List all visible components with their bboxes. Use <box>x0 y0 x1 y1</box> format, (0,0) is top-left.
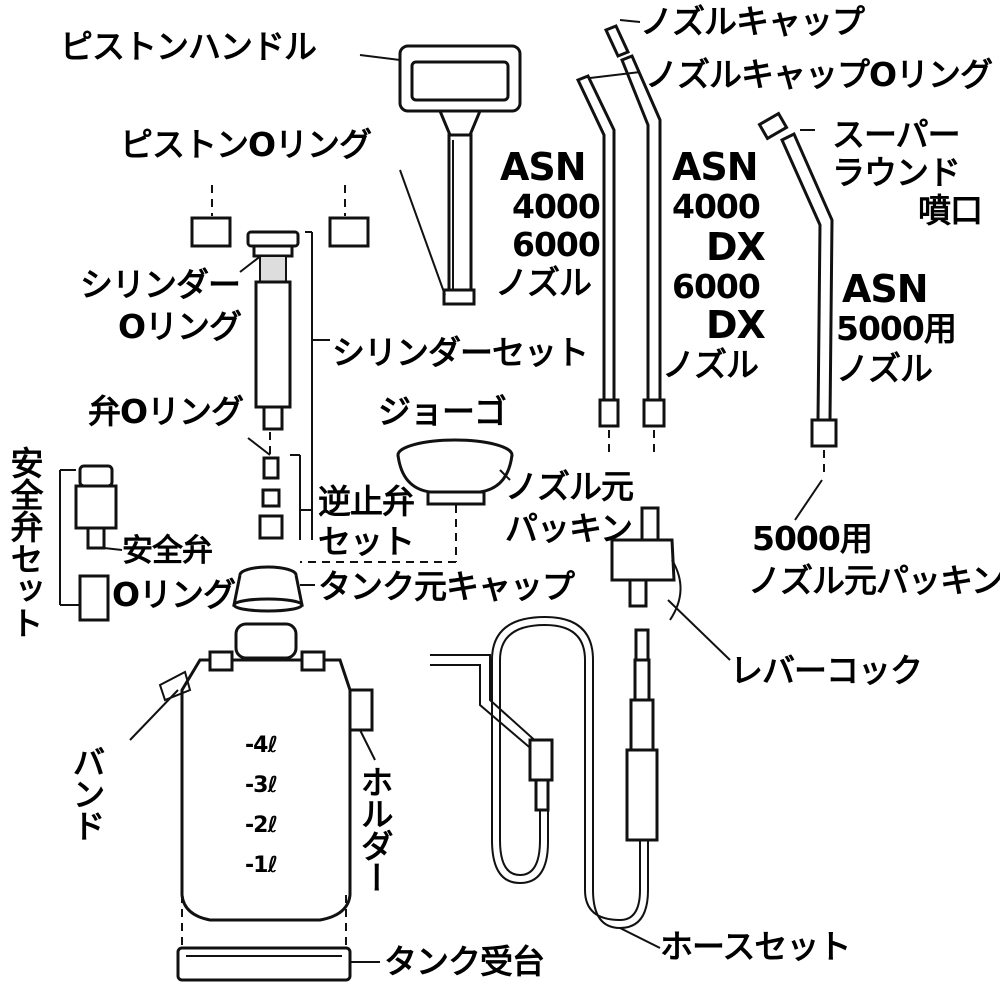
label-piston-handle: ピストンハンドル <box>60 27 317 66</box>
label-nozzle-b-line-2: 4000 <box>672 187 761 226</box>
tank-scale-mark: -1ℓ <box>245 853 278 878</box>
label-nozzle-b-line-5: DX <box>706 303 766 347</box>
label-check-valve-set-2: セット <box>318 522 415 561</box>
label-nozzle-a-line-1: ASN <box>500 145 587 189</box>
label-tank-cap: タンク元キャップ <box>318 567 575 606</box>
hose-set-drawing <box>430 615 659 930</box>
label-nozzle-packing-5000-2: ノズル元パッキン <box>748 561 1000 600</box>
label-nozzle-packing-2: パッキン <box>505 509 633 548</box>
check-valve-drawing <box>258 432 284 540</box>
label-holder: ホルダー <box>355 765 394 893</box>
tank-scale-mark: -3ℓ <box>245 773 278 798</box>
tank-cap-drawing <box>232 565 304 613</box>
label-piston-oring: ピストンOリング <box>120 125 372 164</box>
label-funnel: ジョーゴ <box>378 392 507 431</box>
label-super-round-tip-line-1: スーパー <box>832 115 961 154</box>
safety-valve-drawing <box>59 464 123 622</box>
label-cylinder-oring-1: シリンダー <box>80 265 241 304</box>
nozzle-5000-drawing <box>757 111 838 472</box>
label-band: バンド <box>67 745 106 841</box>
label-safety-valve-oring-1: 安全弁 <box>122 533 213 569</box>
cylinder-drawing <box>190 185 370 431</box>
label-nozzle-5000-line-3: ノズル <box>836 349 933 388</box>
label-cylinder-set: シリンダーセット <box>332 333 589 372</box>
nozzle-a-drawing <box>575 74 620 458</box>
label-nozzle-b-line-4: 6000 <box>672 267 761 306</box>
funnel-drawing <box>300 438 514 563</box>
label-valve-oring: 弁Oリング <box>88 392 244 431</box>
label-tank-stand: タンク受台 <box>384 942 545 981</box>
piston-handle-drawing <box>398 44 522 306</box>
nozzle-b-drawing <box>603 24 666 458</box>
label-nozzle-b-line-6: ノズル <box>662 345 759 384</box>
label-nozzle-b-line-1: ASN <box>672 145 759 189</box>
label-nozzle-cap: ノズルキャップ <box>640 2 865 41</box>
label-safety-valve-oring-2: Oリング <box>112 575 236 614</box>
tank-drawing <box>158 622 374 982</box>
label-nozzle-a-line-4: ノズル <box>495 263 592 302</box>
label-nozzle-cap-oring: ノズルキャップOリング <box>645 55 993 94</box>
label-lever-cock: レバーコック <box>730 651 923 690</box>
label-super-round-tip-line-3: 噴口 <box>918 191 983 230</box>
label-super-round-tip-line-2: ラウンド <box>832 153 961 192</box>
tank-scale-mark: -2ℓ <box>245 813 278 838</box>
label-nozzle-5000-line-2: 5000用 <box>836 309 957 348</box>
label-cylinder-oring-2: Oリング <box>118 307 242 346</box>
label-nozzle-packing-5000-1: 5000用 <box>752 519 873 558</box>
lever-cock-drawing <box>610 506 682 621</box>
label-nozzle-packing-1: ノズル元 <box>505 467 634 506</box>
label-nozzle-a-line-2: 4000 <box>512 187 601 226</box>
label-nozzle-a-line-3: 6000 <box>512 225 601 264</box>
label-hose-set: ホースセット <box>660 927 851 966</box>
label-check-valve-set-1: 逆止弁 <box>318 482 415 521</box>
label-safety-valve-set: 安全弁セット <box>5 446 44 638</box>
leader-lines <box>129 19 823 963</box>
label-nozzle-5000-line-1: ASN <box>842 267 929 311</box>
label-nozzle-b-line-3: DX <box>706 225 766 269</box>
tank-scale-mark: -4ℓ <box>245 733 278 758</box>
